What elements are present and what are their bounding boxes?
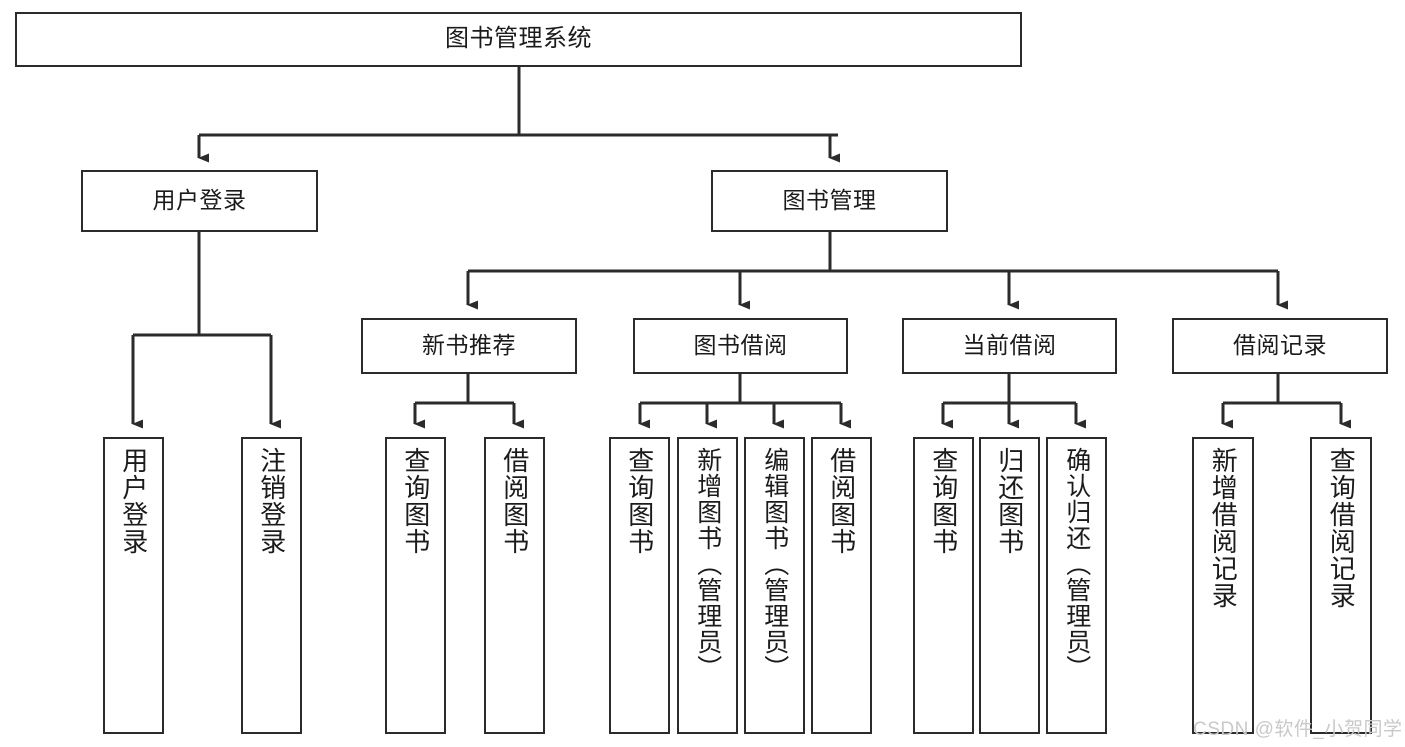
node-label: 图书管理 bbox=[782, 187, 877, 214]
node-label: 新书推荐 bbox=[422, 332, 516, 359]
leaf-recommend-borrow-book[interactable]: 借阅图书 bbox=[484, 437, 545, 734]
node-label: 当前借阅 bbox=[962, 332, 1057, 359]
node-user-login[interactable]: 用户登录 bbox=[81, 170, 318, 232]
leaf-borrow-borrow-book[interactable]: 借阅图书 bbox=[811, 437, 872, 734]
node-book-borrow[interactable]: 图书借阅 bbox=[633, 318, 848, 374]
leaf-borrow-add-book-admin[interactable]: 新增图书（管理员） bbox=[677, 437, 738, 734]
leaf-current-return-book[interactable]: 归还图书 bbox=[979, 437, 1040, 734]
node-label: 借阅记录 bbox=[1233, 332, 1327, 359]
leaf-label: 新增借阅记录 bbox=[1208, 447, 1239, 609]
leaf-current-confirm-return-admin[interactable]: 确认归还（管理员） bbox=[1046, 437, 1107, 734]
leaf-label: 归还图书 bbox=[994, 447, 1025, 555]
leaf-user-login-login[interactable]: 用户登录 bbox=[103, 437, 164, 734]
node-current-borrow[interactable]: 当前借阅 bbox=[902, 318, 1117, 374]
node-label: 图书借阅 bbox=[693, 332, 788, 359]
leaf-label: 借阅图书 bbox=[826, 447, 857, 555]
leaf-record-query-record[interactable]: 查询借阅记录 bbox=[1310, 437, 1372, 734]
leaf-borrow-edit-book-admin[interactable]: 编辑图书（管理员） bbox=[744, 437, 805, 734]
leaf-label: 查询借阅记录 bbox=[1326, 447, 1357, 609]
leaf-label: 查询图书 bbox=[400, 447, 431, 555]
leaf-current-query-book[interactable]: 查询图书 bbox=[913, 437, 974, 734]
node-root-system[interactable]: 图书管理系统 bbox=[15, 12, 1022, 67]
leaf-label: 确认归还（管理员） bbox=[1062, 447, 1091, 681]
leaf-label: 编辑图书（管理员） bbox=[760, 447, 789, 681]
leaf-label: 查询图书 bbox=[928, 447, 959, 555]
leaf-label: 查询图书 bbox=[624, 447, 655, 555]
leaf-label: 注销登录 bbox=[256, 447, 287, 555]
node-label: 图书管理系统 bbox=[445, 25, 592, 53]
leaf-record-add-record[interactable]: 新增借阅记录 bbox=[1192, 437, 1254, 734]
node-book-management[interactable]: 图书管理 bbox=[711, 170, 948, 232]
node-borrow-record[interactable]: 借阅记录 bbox=[1172, 318, 1388, 374]
node-new-book-recommend[interactable]: 新书推荐 bbox=[361, 318, 577, 374]
leaf-recommend-query-book[interactable]: 查询图书 bbox=[385, 437, 446, 734]
node-label: 用户登录 bbox=[152, 187, 247, 214]
leaf-label: 新增图书（管理员） bbox=[693, 447, 722, 681]
leaf-label: 借阅图书 bbox=[499, 447, 530, 555]
leaf-borrow-query-book[interactable]: 查询图书 bbox=[609, 437, 670, 734]
csdn-watermark: CSDN @软件_小贺同学 bbox=[1193, 719, 1403, 740]
leaf-user-login-logout[interactable]: 注销登录 bbox=[241, 437, 302, 734]
leaf-label: 用户登录 bbox=[118, 447, 149, 555]
